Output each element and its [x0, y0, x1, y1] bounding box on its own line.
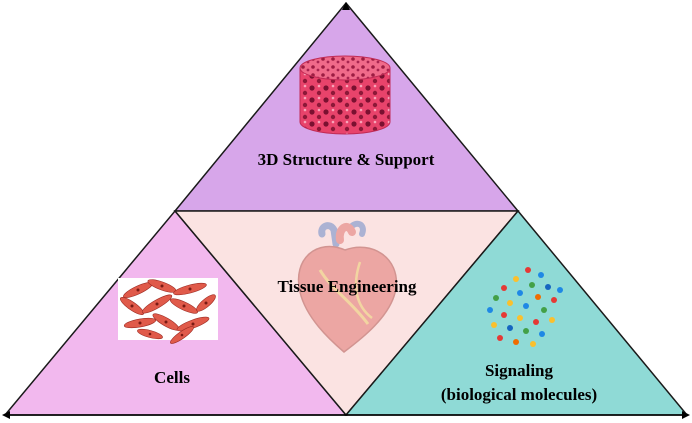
- right-label-line1: Signaling: [485, 361, 554, 380]
- heart-icon: [297, 220, 398, 353]
- biomolecule-dots-icon: [487, 267, 563, 347]
- porous-scaffold-cylinder-icon: [299, 55, 391, 135]
- center-label: Tissue Engineering: [277, 277, 417, 296]
- cell-culture-icon: [118, 278, 218, 344]
- right-label-line2: (biological molecules): [441, 385, 597, 404]
- top-label: 3D Structure & Support: [258, 150, 435, 169]
- left-label: Cells: [154, 368, 190, 387]
